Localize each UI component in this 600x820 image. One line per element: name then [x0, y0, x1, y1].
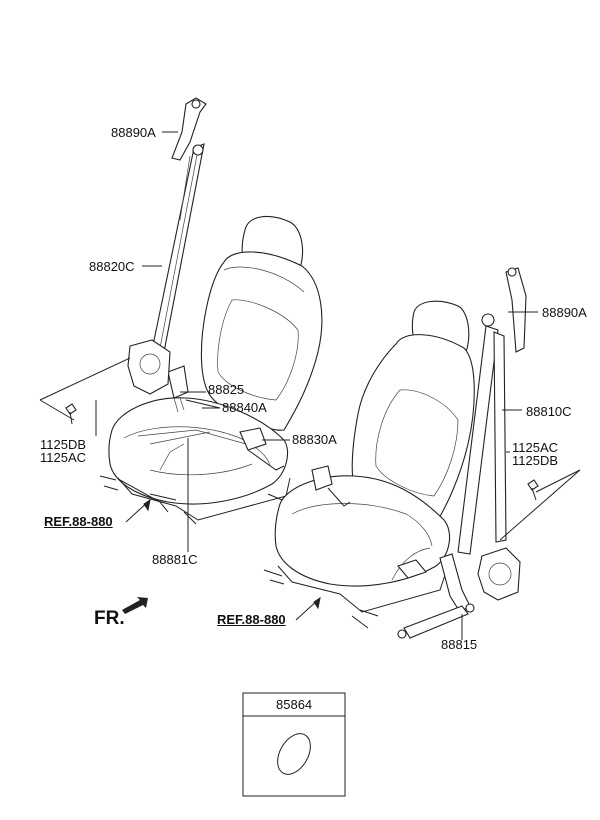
right-belt — [397, 267, 539, 639]
label-88840a: 88840A — [222, 400, 267, 415]
label-88890a-right: 88890A — [542, 305, 587, 320]
label-88881c: 88881C — [152, 552, 198, 567]
inset-part-number: 85864 — [276, 697, 313, 712]
leader-lines — [39, 131, 581, 640]
forward-arrow-icon — [122, 597, 148, 614]
label-1125ac-left: 1125AC — [40, 450, 87, 465]
inset-box — [242, 692, 346, 797]
label-88830a: 88830A — [292, 432, 337, 447]
label-1125db-right: 1125DB — [512, 453, 559, 468]
plug-icon — [277, 733, 311, 775]
front-direction-label: FR. — [94, 608, 125, 629]
label-1125db-left: 1125DB — [40, 437, 87, 452]
left-belt — [65, 97, 285, 471]
label-88890a-left: 88890A — [111, 125, 156, 140]
right-seat — [263, 300, 475, 629]
label-88820c: 88820C — [89, 259, 135, 274]
ref-link-left[interactable]: REF.88-880 — [44, 514, 113, 529]
label-88825: 88825 — [208, 382, 245, 397]
left-seat — [99, 215, 323, 525]
label-1125ac-right: 1125AC — [512, 440, 559, 455]
ref-link-right[interactable]: REF.88-880 — [217, 612, 286, 627]
label-88810c: 88810C — [526, 404, 572, 419]
label-88815: 88815 — [441, 637, 478, 652]
